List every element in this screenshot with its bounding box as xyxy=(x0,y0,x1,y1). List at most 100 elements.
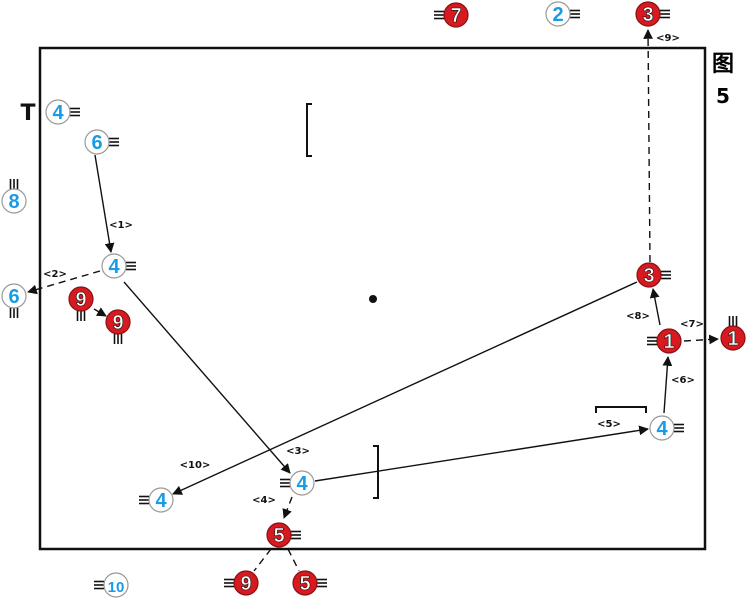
player-direction-lines xyxy=(139,495,149,505)
player-direction-lines xyxy=(674,423,684,433)
player-blue-b4-c: 4 xyxy=(280,470,315,496)
player-blue-b4-mid: 4 xyxy=(101,253,136,279)
player-number: 7 xyxy=(450,5,461,27)
movement-arrow-1 xyxy=(94,154,115,253)
movement-arrow-7 xyxy=(662,356,673,414)
player-number: 1 xyxy=(727,328,738,350)
step-label: <9> xyxy=(656,33,680,44)
player-direction-lines xyxy=(317,578,327,588)
player-number: 5 xyxy=(299,573,310,595)
step-label: <5> xyxy=(597,419,621,430)
player-disc xyxy=(545,1,571,27)
player-direction-lines xyxy=(661,270,671,280)
player-direction-lines xyxy=(434,10,444,20)
player-disc xyxy=(635,1,661,27)
center-dot xyxy=(369,295,377,303)
movement-arrow-6 xyxy=(314,425,649,482)
player-disc xyxy=(101,253,127,279)
player-red-r9-c: 9 xyxy=(224,570,259,596)
player-disc xyxy=(1,188,27,214)
player-direction-lines xyxy=(113,334,123,344)
player-disc xyxy=(266,522,292,548)
player-disc xyxy=(103,572,129,598)
player-disc xyxy=(656,328,682,354)
player-direction-lines xyxy=(647,336,657,346)
player-direction-lines xyxy=(76,311,86,321)
player-direction-lines xyxy=(224,578,234,588)
player-direction-lines xyxy=(94,580,104,590)
player-disc xyxy=(636,262,662,288)
step-label: <4> xyxy=(252,495,276,506)
player-number: 10 xyxy=(108,579,125,596)
player-number: 4 xyxy=(656,418,668,440)
step-label: <3> xyxy=(286,446,310,457)
step-label: <8> xyxy=(626,311,650,322)
player-disc xyxy=(148,487,174,513)
player-blue-b10: 10 xyxy=(94,572,129,598)
gate-marker-right xyxy=(595,406,647,413)
player-disc xyxy=(720,325,746,351)
player-red-r1-b: 1 xyxy=(720,316,746,351)
player-number: 6 xyxy=(8,286,19,308)
movement-arrow-9 xyxy=(649,288,661,326)
player-red-r9-a: 9 xyxy=(68,286,94,321)
player-blue-b4-top: 4T xyxy=(20,99,80,126)
player-number: 3 xyxy=(642,4,653,26)
player-red-r3-mid: 3 xyxy=(636,262,671,288)
player-red-r5-b: 5 xyxy=(292,570,327,596)
player-disc xyxy=(1,283,27,309)
player-disc xyxy=(105,309,131,335)
player-blue-b2-top: 2 xyxy=(545,1,580,27)
player-number: 9 xyxy=(75,289,86,311)
gate-marker-bottom xyxy=(373,445,379,499)
movement-arrow-8 xyxy=(683,334,719,345)
player-number: 9 xyxy=(112,312,123,334)
support-line-2 xyxy=(287,548,300,572)
player-number: 1 xyxy=(663,331,674,353)
player-number: 3 xyxy=(643,265,654,287)
movement-arrow-5 xyxy=(282,496,293,519)
step-label: <1> xyxy=(109,220,133,231)
player-direction-lines xyxy=(570,9,580,19)
player-disc xyxy=(443,2,469,28)
player-disc xyxy=(45,99,71,125)
player-disc xyxy=(649,415,675,441)
player-number: 4 xyxy=(52,102,64,124)
step-label: <7> xyxy=(680,319,704,330)
movement-arrow-2 xyxy=(27,270,101,295)
player-direction-lines xyxy=(9,179,19,189)
player-direction-lines xyxy=(280,478,290,488)
player-blue-b6-top: 6 xyxy=(84,129,119,155)
player-direction-lines xyxy=(728,316,738,326)
player-direction-lines xyxy=(126,261,136,271)
player-red-r1-a: 1 xyxy=(647,328,682,354)
player-disc xyxy=(233,570,259,596)
support-line-1 xyxy=(253,548,272,572)
player-direction-lines xyxy=(9,308,19,318)
movement-arrow-4 xyxy=(123,281,291,474)
figure-label-char: 图 xyxy=(712,52,735,77)
player-disc xyxy=(84,129,110,155)
player-disc xyxy=(68,286,94,312)
step-label: <6> xyxy=(671,375,695,386)
player-blue-b4-bl: 4 xyxy=(139,487,174,513)
player-blue-b4-r: 4 xyxy=(649,415,684,441)
player-number: 4 xyxy=(108,256,120,278)
player-number: 9 xyxy=(240,573,251,595)
player-number: 4 xyxy=(296,473,308,495)
step-label: <10> xyxy=(180,460,211,471)
player-disc xyxy=(289,470,315,496)
player-direction-lines xyxy=(70,107,80,117)
player-number: 2 xyxy=(552,4,563,26)
step-labels: <1> <2> <3> <4> <5> <6> <7> <8> <9> <10> xyxy=(43,33,704,506)
step-label: <2> xyxy=(43,269,67,280)
gate-marker-top xyxy=(306,103,312,157)
figure-label-number: 5 xyxy=(716,84,730,108)
player-red-r7-top: 7 xyxy=(434,2,469,28)
player-number: 5 xyxy=(273,525,284,547)
player-red-r9-b: 9 xyxy=(105,309,131,344)
player-number: 4 xyxy=(155,490,167,512)
player-marker: T xyxy=(20,101,35,126)
player-red-r3-top: 3 xyxy=(635,1,670,27)
